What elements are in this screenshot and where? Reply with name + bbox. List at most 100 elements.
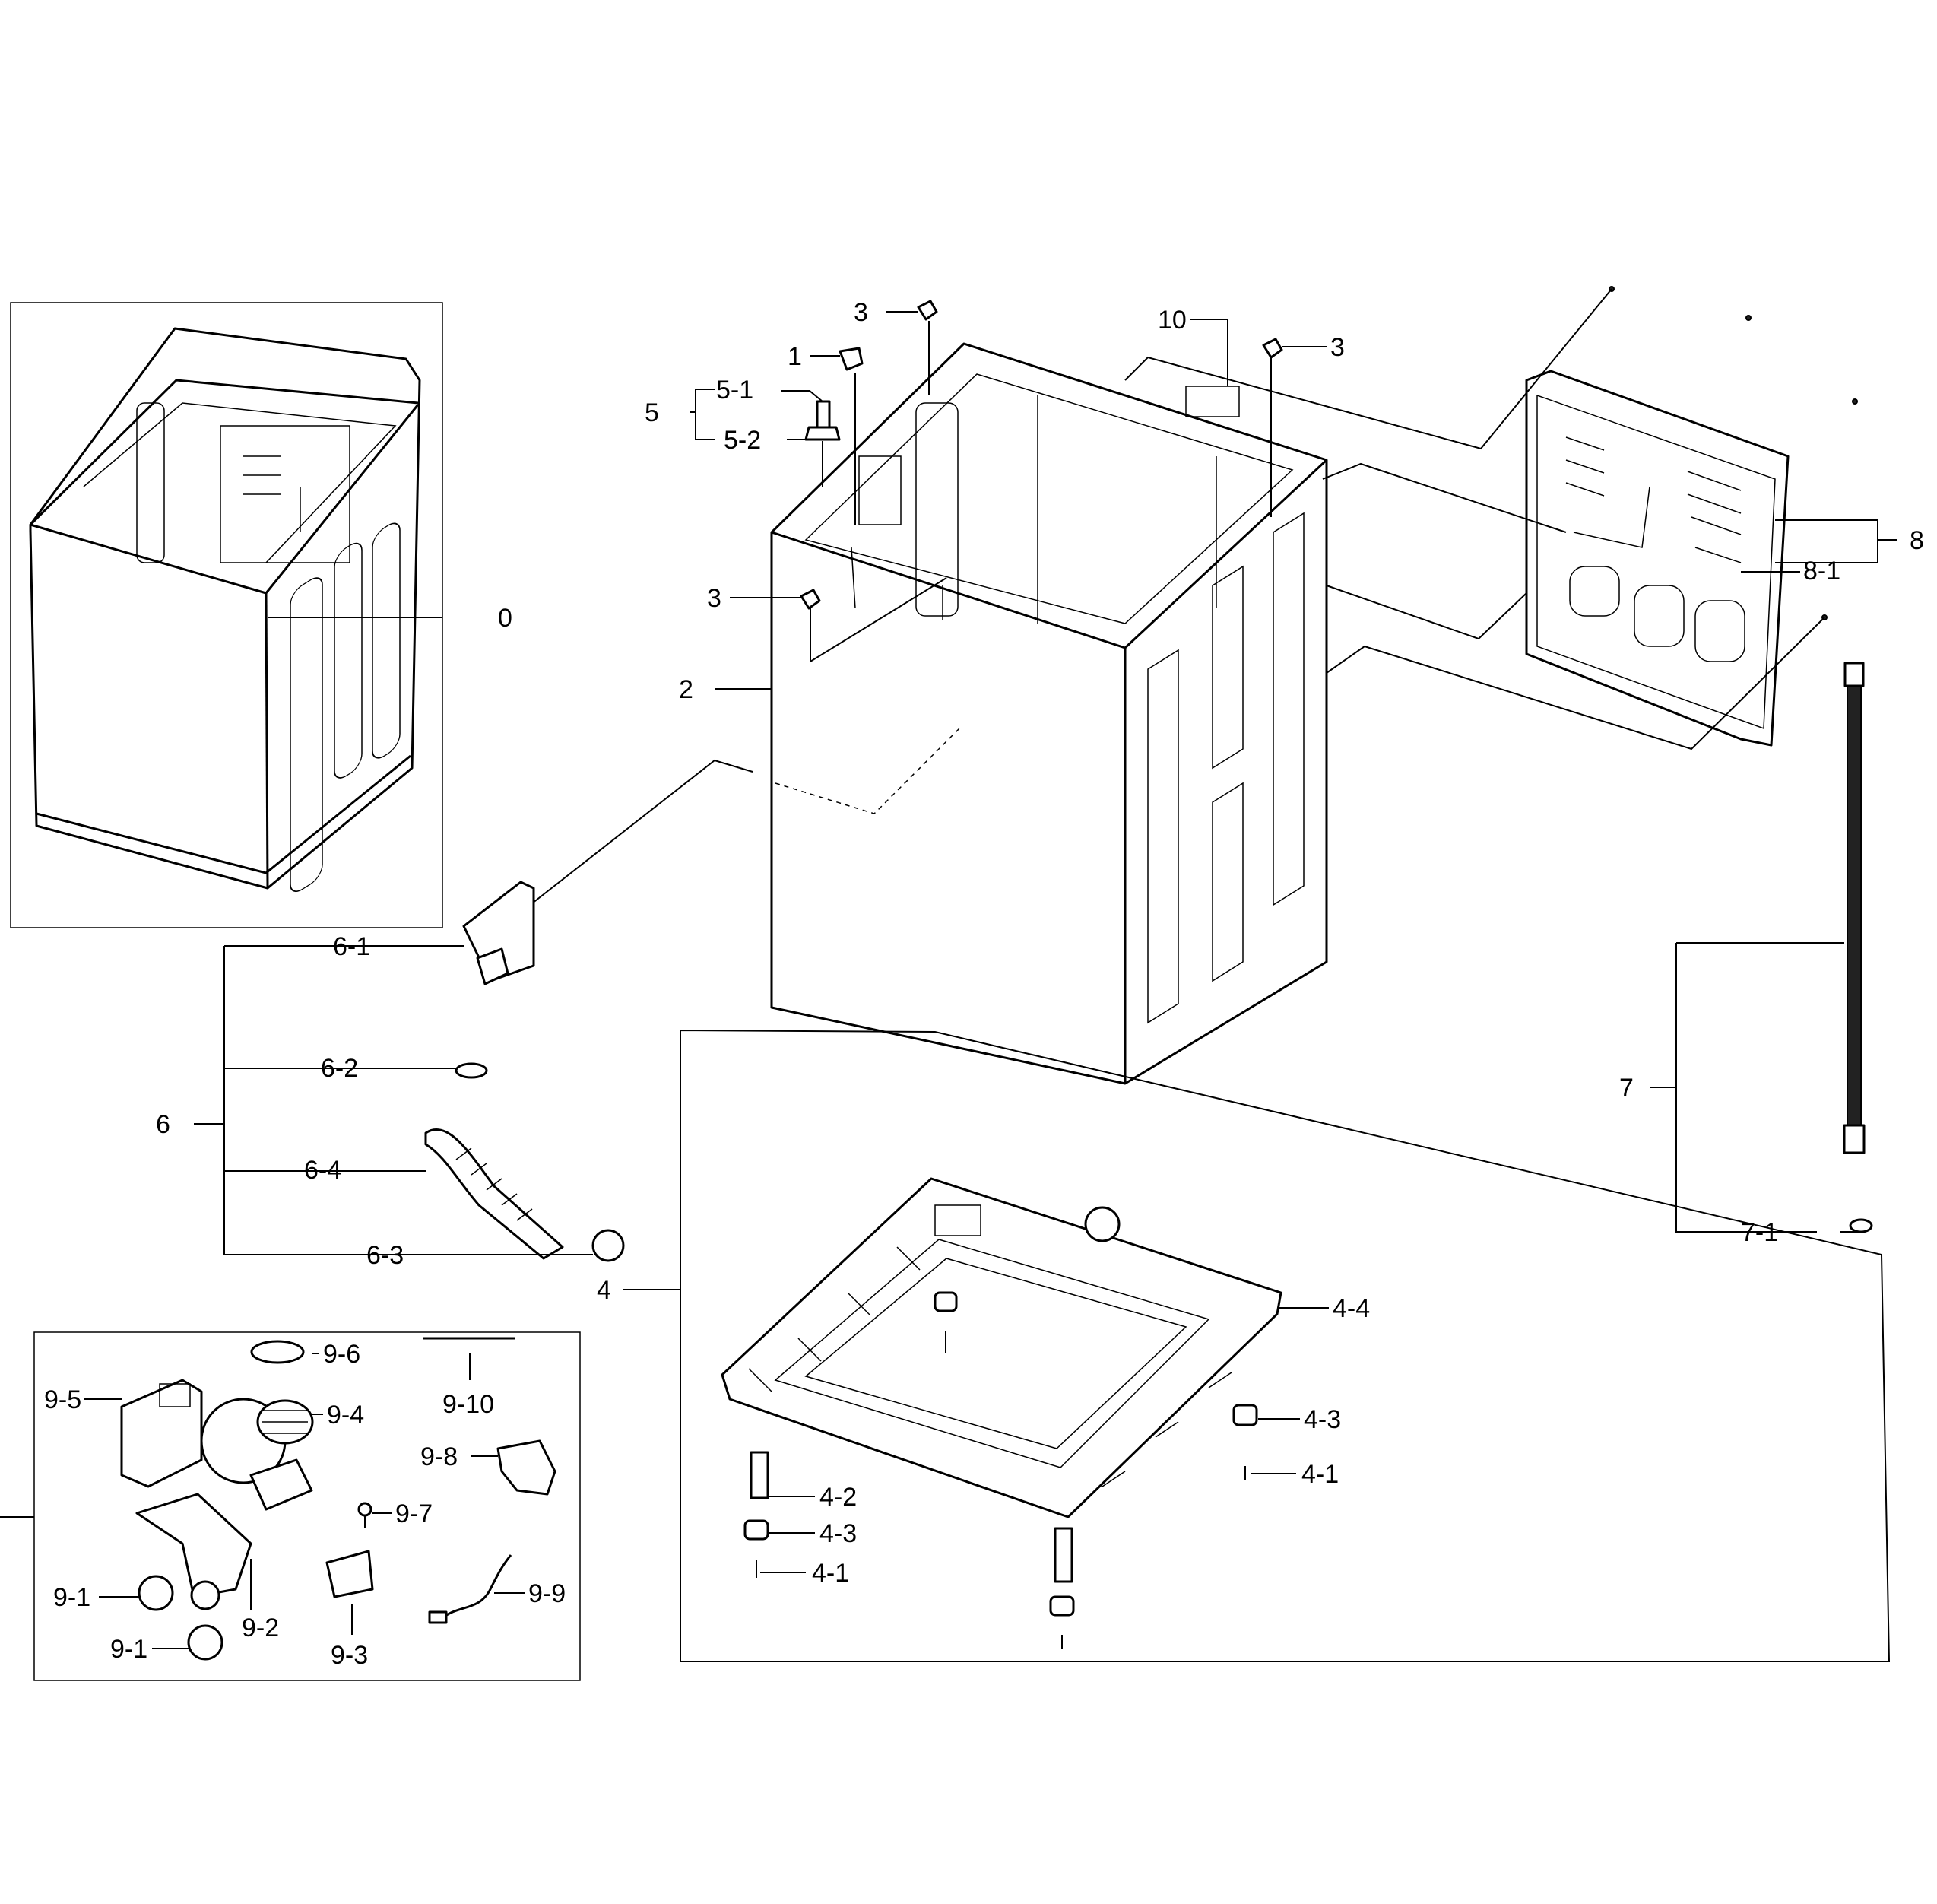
label-9-6: 9-6	[323, 1340, 360, 1369]
leader-5-1	[781, 390, 823, 402]
pump-outlet	[249, 1458, 313, 1511]
label-5-1: 5-1	[716, 376, 753, 405]
label-3-top: 3	[854, 298, 868, 327]
explode-line-b	[1322, 462, 1567, 533]
label-8: 8	[1910, 526, 1924, 555]
label-6-1: 6-1	[333, 932, 370, 961]
main-cabinet: 2	[679, 342, 1328, 1085]
part-1-bracket	[839, 347, 864, 371]
part-1: 1	[788, 342, 864, 525]
explode-line-c	[1326, 585, 1527, 640]
back-panel-vents	[1565, 436, 1742, 535]
explode-line-drain	[531, 759, 753, 904]
bracket-5	[690, 389, 715, 440]
back-panel-outline	[1525, 370, 1790, 747]
assembly-inner-rib-a	[136, 402, 165, 563]
bracket-8	[1775, 519, 1897, 563]
label-3-right: 3	[1330, 333, 1345, 362]
explode-line-a	[1124, 288, 1612, 450]
fill-hose: 7 7-1	[1619, 662, 1873, 1247]
foot-back	[934, 1291, 958, 1312]
label-6-2: 6-2	[321, 1054, 358, 1083]
hose-bottom-fitting	[1843, 1124, 1866, 1154]
pump-bracket	[135, 1493, 252, 1598]
label-9-9: 9-9	[528, 1579, 566, 1608]
part-6-4-ribs	[455, 1147, 533, 1221]
label-4-1-left: 4-1	[812, 1559, 849, 1588]
part-6-4-hose	[424, 1128, 564, 1260]
label-1: 1	[788, 342, 802, 371]
part-7-1-washer	[1849, 1218, 1873, 1233]
cabinet-inner-left-recess	[915, 402, 959, 617]
cabinet-inner-rim	[804, 373, 1294, 624]
back-panel-pocket-a	[1569, 566, 1620, 617]
assembly-side-recess-c	[372, 522, 401, 759]
back-panel-pocket-c	[1694, 600, 1745, 662]
label-9-1-a: 9-1	[53, 1583, 90, 1612]
bracket-7	[1650, 942, 1844, 1233]
assembly-side-recess-b	[334, 542, 363, 779]
explode-line-d	[1326, 617, 1825, 750]
label-9-8: 9-8	[420, 1442, 458, 1471]
part-6-1-nozzle	[476, 947, 509, 985]
part-4-2-bolt-front	[1054, 1527, 1073, 1583]
label-4-2: 4-2	[820, 1483, 857, 1512]
base-outline	[721, 1177, 1282, 1518]
assembly-back-ribs	[243, 455, 301, 532]
label-9-4: 9-4	[327, 1401, 364, 1430]
base-motor-boss	[1084, 1206, 1121, 1242]
part-4-3-foot-right	[1232, 1404, 1258, 1426]
pump-frame	[33, 1331, 581, 1681]
part-9-4-ribs	[262, 1410, 308, 1434]
part-9-9-plug	[428, 1610, 448, 1624]
label-3-left: 3	[707, 584, 721, 613]
label-9-3: 9-3	[331, 1641, 368, 1670]
part-9-1-foot-b	[187, 1624, 224, 1661]
leader-3b-drop	[810, 577, 947, 663]
cabinet-inner-posts	[851, 395, 1217, 624]
cabinet-outline	[770, 342, 1328, 1085]
label-4-4: 4-4	[1333, 1294, 1370, 1323]
label-6-4: 6-4	[304, 1156, 341, 1185]
part-9-5-terminal	[159, 1383, 191, 1407]
cabinet-switch-box	[858, 455, 902, 525]
label-4-3-left: 4-3	[820, 1519, 857, 1548]
part-4-3-foot-left	[743, 1519, 769, 1541]
label-9-2: 9-2	[242, 1614, 279, 1642]
part-9-1-foot-a	[138, 1575, 174, 1611]
part-5-group: 5 5-1 5-2	[645, 376, 841, 487]
label-2: 2	[679, 675, 693, 704]
screw-b	[1745, 315, 1752, 321]
base-ribs	[748, 1246, 1232, 1487]
label-9-1-b: 9-1	[110, 1635, 147, 1664]
drain-assembly: 6 6-1 6-2 6-4 6-3	[156, 759, 753, 1270]
assembly-side-recess-a	[290, 577, 323, 893]
cabinet-recess-b	[1212, 565, 1244, 770]
part-10: 10	[1158, 306, 1228, 386]
bracket-6	[194, 945, 593, 1255]
label-5-2: 5-2	[724, 426, 761, 455]
hose-top-fitting	[1843, 662, 1865, 687]
base-inner-ring	[804, 1258, 1187, 1449]
base-frame: 4 4-4 4-3 4-1 4-2 4-3 4-1	[597, 1030, 1891, 1662]
cabinet-recess-c	[1212, 782, 1244, 982]
assembly-back-panel	[220, 425, 350, 563]
part-9-6-gasket	[250, 1340, 305, 1364]
assembly-top-rim	[29, 379, 419, 526]
back-panel-channel	[1573, 486, 1742, 563]
label-4: 4	[597, 1276, 611, 1305]
assembly-base	[36, 754, 411, 874]
part-9-8-filter	[496, 1439, 556, 1496]
label-10: 10	[1158, 306, 1187, 335]
part-4-2-bolt	[750, 1451, 769, 1499]
part-9-9-harness	[439, 1554, 512, 1621]
cabinet-recess-a	[1147, 649, 1179, 1024]
pump-bracket-hole	[190, 1580, 220, 1610]
label-9-7: 9-7	[395, 1499, 433, 1528]
label-4-1-right: 4-1	[1301, 1460, 1339, 1489]
assembly-cabinet-outline	[29, 327, 421, 890]
label-6: 6	[156, 1110, 170, 1139]
label-9-5: 9-5	[44, 1385, 81, 1414]
back-panel-pocket-b	[1634, 585, 1685, 647]
